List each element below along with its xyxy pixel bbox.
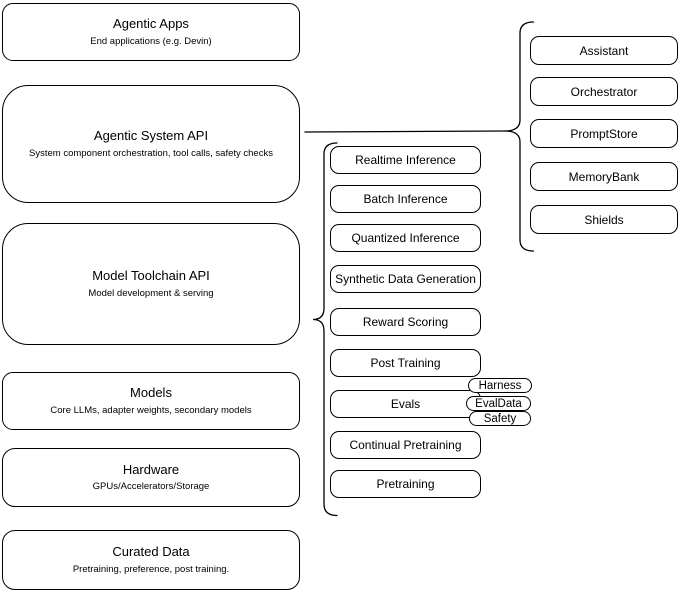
node-synthetic-data-generation: Synthetic Data Generation: [330, 265, 481, 293]
node-curated-data: Curated Data Pretraining, preference, po…: [2, 530, 300, 590]
node-label: Continual Pretraining: [349, 438, 462, 452]
toolchain-components-brace: [312, 142, 338, 517]
node-subtitle: System component orchestration, tool cal…: [29, 147, 273, 159]
node-title: Curated Data: [112, 544, 190, 560]
node-orchestrator: Orchestrator: [530, 77, 678, 106]
node-title: Hardware: [122, 461, 180, 477]
node-evals: Evals: [330, 390, 481, 418]
node-label: Shields: [584, 212, 624, 227]
system-components-brace: [504, 21, 535, 252]
node-label: Pretraining: [376, 477, 435, 491]
node-models: Models Core LLMs, adapter weights, secon…: [2, 372, 300, 430]
node-label: Realtime Inference: [355, 153, 456, 167]
node-title: Models: [130, 385, 172, 401]
node-hardware: Hardware GPUs/Accelerators/Storage: [2, 448, 300, 507]
node-subtitle: Core LLMs, adapter weights, secondary mo…: [50, 404, 252, 416]
node-label: Synthetic Data Generation: [335, 272, 476, 286]
node-label: Batch Inference: [363, 192, 448, 206]
api-connector-line: [304, 130, 506, 133]
node-pretraining: Pretraining: [330, 470, 481, 498]
node-continual-pretraining: Continual Pretraining: [330, 431, 481, 459]
node-assistant: Assistant: [530, 36, 678, 65]
node-model-toolchain-api: Model Toolchain API Model development & …: [2, 223, 300, 345]
node-agentic-system-api: Agentic System API System component orch…: [2, 85, 300, 203]
node-promptstore: PromptStore: [530, 119, 678, 148]
node-subtitle: Pretraining, preference, post training.: [72, 563, 230, 575]
tag-evaldata: EvalData: [466, 396, 531, 411]
node-reward-scoring: Reward Scoring: [330, 308, 481, 336]
tag-label: EvalData: [475, 397, 522, 410]
node-shields: Shields: [530, 205, 678, 234]
node-title: Agentic Apps: [113, 16, 189, 32]
node-subtitle: Model development & serving: [88, 287, 214, 299]
node-memorybank: MemoryBank: [530, 162, 678, 191]
tag-label: Safety: [483, 412, 517, 425]
node-label: Reward Scoring: [362, 315, 449, 329]
node-title: Agentic System API: [93, 128, 209, 144]
node-title: Model Toolchain API: [92, 268, 210, 284]
node-agentic-apps: Agentic Apps End applications (e.g. Devi…: [2, 3, 300, 61]
node-batch-inference: Batch Inference: [330, 185, 481, 213]
node-subtitle: GPUs/Accelerators/Storage: [92, 481, 210, 493]
node-label: PromptStore: [570, 126, 638, 141]
tag-harness: Harness: [468, 378, 532, 393]
node-label: MemoryBank: [568, 169, 640, 184]
tag-safety: Safety: [469, 411, 531, 426]
node-subtitle: End applications (e.g. Devin): [90, 35, 212, 47]
tag-label: Harness: [478, 379, 522, 392]
node-label: Assistant: [579, 43, 629, 58]
node-label: Post Training: [370, 356, 441, 370]
node-label: Evals: [390, 397, 421, 411]
node-label: Orchestrator: [570, 84, 638, 99]
node-realtime-inference: Realtime Inference: [330, 146, 481, 174]
node-label: Quantized Inference: [351, 231, 460, 245]
node-quantized-inference: Quantized Inference: [330, 224, 481, 252]
node-post-training: Post Training: [330, 349, 481, 377]
